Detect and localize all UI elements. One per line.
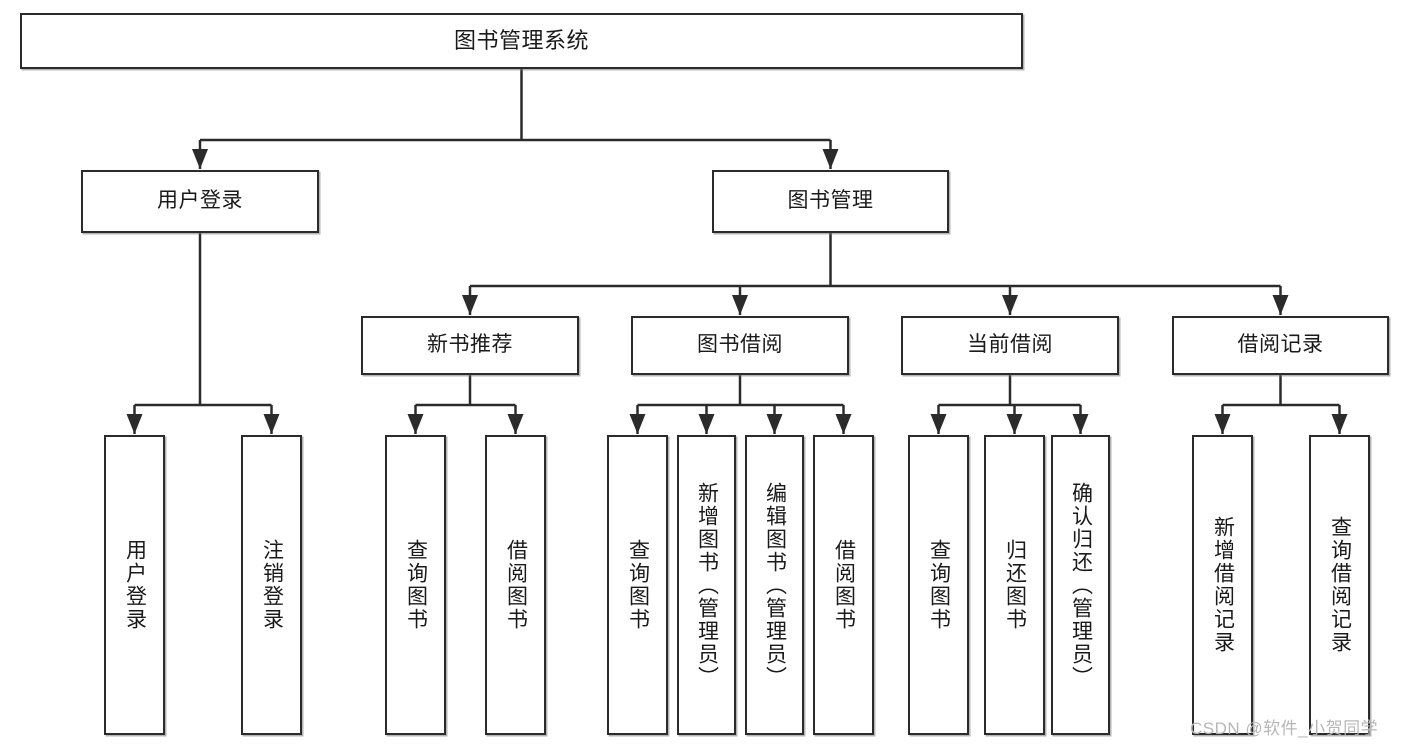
node-leaf-add-book[interactable]: 新增图书（管理员） xyxy=(677,435,736,735)
node-label-leaf-logout: 注销登录 xyxy=(260,539,284,631)
arrowhead-icon xyxy=(1006,414,1023,434)
node-leaf-user-login[interactable]: 用户登录 xyxy=(104,435,165,735)
node-label-leaf-query-book-2: 查询图书 xyxy=(626,539,650,631)
node-label-leaf-borrow-book-1: 借阅图书 xyxy=(504,539,528,631)
node-label-book-borrow: 图书借阅 xyxy=(697,333,783,357)
node-borrow-record[interactable]: 借阅记录 xyxy=(1172,316,1389,375)
node-current-borrow[interactable]: 当前借阅 xyxy=(901,316,1119,375)
node-leaf-query-book-2[interactable]: 查询图书 xyxy=(607,435,668,735)
arrowhead-icon xyxy=(462,295,478,315)
node-user-login[interactable]: 用户登录 xyxy=(81,170,319,233)
node-new-book-recommend[interactable]: 新书推荐 xyxy=(361,316,579,375)
arrowhead-icon xyxy=(263,414,280,434)
arrowhead-icon xyxy=(732,295,748,315)
node-label-current-borrow: 当前借阅 xyxy=(967,333,1053,357)
arrowhead-icon xyxy=(126,414,143,434)
node-leaf-borrow-book-1[interactable]: 借阅图书 xyxy=(485,435,546,735)
node-label-leaf-confirm-return: 确认归还（管理员） xyxy=(1069,481,1093,689)
node-leaf-query-record[interactable]: 查询借阅记录 xyxy=(1309,435,1370,735)
node-root[interactable]: 图书管理系统 xyxy=(20,13,1023,69)
node-leaf-return-book[interactable]: 归还图书 xyxy=(984,435,1045,735)
node-book-borrow[interactable]: 图书借阅 xyxy=(631,316,849,375)
node-label-book-manage: 图书管理 xyxy=(787,189,874,213)
node-label-leaf-borrow-book-2: 借阅图书 xyxy=(832,539,856,631)
arrowhead-icon xyxy=(698,414,715,434)
node-label-leaf-edit-book: 编辑图书（管理员） xyxy=(763,481,787,689)
node-label-leaf-query-book-3: 查询图书 xyxy=(927,539,951,631)
node-leaf-confirm-return[interactable]: 确认归还（管理员） xyxy=(1051,435,1110,735)
node-leaf-query-book-1[interactable]: 查询图书 xyxy=(385,435,446,735)
node-label-borrow-record: 借阅记录 xyxy=(1237,333,1324,357)
node-leaf-query-book-3[interactable]: 查询图书 xyxy=(908,435,969,735)
arrowhead-icon xyxy=(629,414,646,434)
node-label-leaf-query-book-1: 查询图书 xyxy=(404,539,428,631)
csdn-watermark: CSDN @软件_小贺同学 xyxy=(1190,719,1379,738)
arrowhead-icon xyxy=(1002,295,1018,315)
node-label-leaf-return-book: 归还图书 xyxy=(1003,539,1027,631)
node-leaf-logout[interactable]: 注销登录 xyxy=(241,435,302,735)
node-leaf-edit-book[interactable]: 编辑图书（管理员） xyxy=(745,435,804,735)
node-label-new-book-recommend: 新书推荐 xyxy=(427,333,513,357)
arrowhead-icon xyxy=(766,414,783,434)
arrowhead-icon xyxy=(407,414,424,434)
arrowhead-icon xyxy=(1214,414,1231,434)
arrowhead-icon xyxy=(822,149,839,169)
arrowhead-icon xyxy=(835,414,852,434)
node-label-leaf-add-record: 新增借阅记录 xyxy=(1211,516,1235,654)
node-leaf-add-record[interactable]: 新增借阅记录 xyxy=(1192,435,1253,735)
arrowhead-icon xyxy=(507,414,524,434)
arrowhead-icon xyxy=(1331,414,1348,434)
arrowhead-icon xyxy=(1072,414,1089,434)
node-label-root: 图书管理系统 xyxy=(453,28,589,54)
node-leaf-borrow-book-2[interactable]: 借阅图书 xyxy=(813,435,874,735)
node-label-leaf-user-login: 用户登录 xyxy=(123,539,147,631)
arrowhead-icon xyxy=(192,149,208,169)
node-label-user-login: 用户登录 xyxy=(157,189,243,213)
node-book-manage[interactable]: 图书管理 xyxy=(712,170,949,233)
arrowhead-icon xyxy=(1272,295,1289,315)
arrowhead-icon xyxy=(930,414,947,434)
node-label-leaf-add-book: 新增图书（管理员） xyxy=(695,481,719,689)
node-label-leaf-query-record: 查询借阅记录 xyxy=(1328,516,1352,654)
